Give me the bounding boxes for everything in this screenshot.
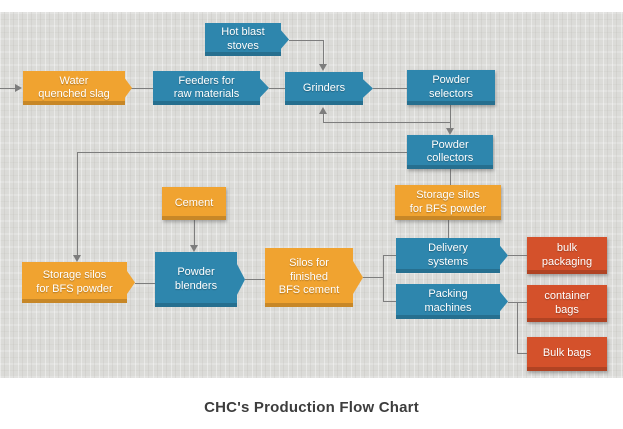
connector-hotblast-horizontal [289,40,323,41]
node-powder-blenders: Powder blenders [155,252,245,307]
node-container-bags: container bags [527,285,607,322]
bracket-bags-vertical [517,302,518,353]
connector-selectors-to-collectors [450,105,451,128]
node-powder-selectors: Powder selectors [407,70,495,105]
node-delivery-systems: Delivery systems [396,238,508,273]
node-cement: Cement [162,187,226,220]
arrowhead-into-grinders-top [319,64,327,71]
connector-silosfinished-to-bracket [363,277,384,278]
connector-feedback-horizontal [323,122,451,123]
connector-grinders-to-selectors [373,88,407,89]
node-storage-silos-bfs-left: Storage silos for BFS powder [22,262,135,303]
bracket-to-bulkbags [517,353,527,354]
node-powder-collectors: Powder collectors [407,135,493,169]
node-hot-blast-stoves: Hot blast stoves [205,23,289,56]
connector-feeders-to-grinders [269,88,285,89]
node-grinders: Grinders [285,72,373,105]
connector-collectors-left-vertical [77,152,78,255]
bracket-to-delivery [383,255,396,256]
textured-paper-background [0,12,623,378]
connector-hotblast-vertical [323,40,324,64]
connector-storageleft-to-blenders [135,283,155,284]
node-bulk-bags: Bulk bags [527,337,607,371]
connector-blenders-to-silosfinished [245,279,265,280]
connector-collectors-left-horizontal [77,152,407,153]
node-water-quenched-slag: Water quenched slag [23,71,132,105]
arrowhead-into-blenders [190,245,198,252]
bracket-delivery-packing-vertical [383,255,384,302]
chart-title: CHC's Production Flow Chart [204,399,419,416]
connector-collectors-to-silos [450,169,451,185]
node-feeders-raw-materials: Feeders for raw materials [153,71,269,105]
node-bulk-packaging: bulk packaging [527,237,607,274]
connector-silos-to-delivery [448,220,449,238]
node-silos-finished-bfs-cement: Silos for finished BFS cement [265,248,363,307]
arrowhead-into-slag [15,84,22,92]
arrowhead-into-collectors [446,128,454,135]
connector-slag-to-feeders [131,88,153,89]
connector-delivery-to-bulkpackaging [508,255,527,256]
arrowhead-into-storage-left [73,255,81,262]
connector-cement-to-blenders [194,220,195,245]
node-packing-machines: Packing machines [396,284,508,319]
bracket-to-packing [383,301,396,302]
node-storage-silos-bfs-right: Storage silos for BFS powder [395,185,501,220]
connector-feedback-vertical [323,114,324,122]
connector-entry [0,88,15,89]
arrowhead-into-grinders-bottom [319,107,327,114]
